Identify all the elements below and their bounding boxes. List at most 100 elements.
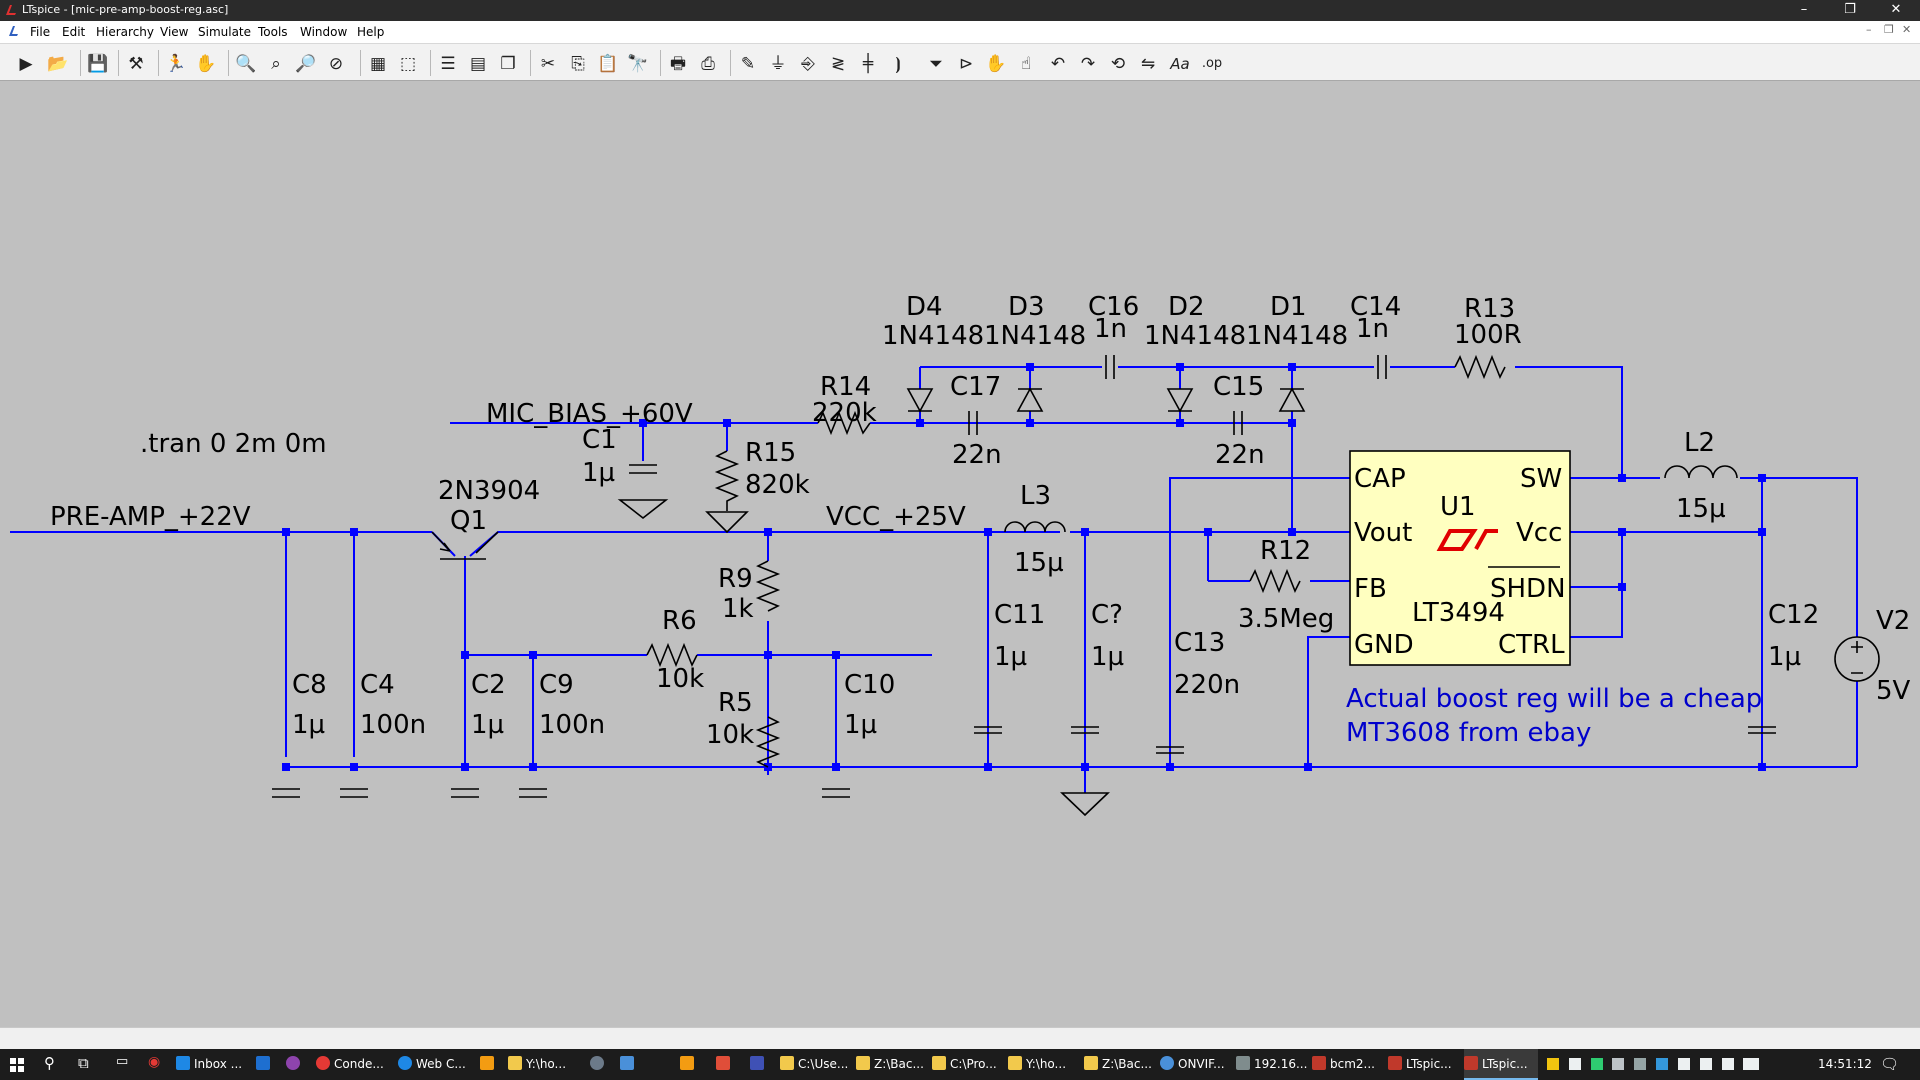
move-icon[interactable]: ✋ [985, 54, 1007, 74]
display-icon[interactable] [1612, 1058, 1625, 1070]
taskbar-item-ltspice-1[interactable]: LTspic... [1388, 1049, 1460, 1080]
diode-icon[interactable]: ⏷ [929, 54, 943, 74]
menu-hierarchy[interactable]: Hierarchy [96, 25, 155, 39]
inductor-icon[interactable]: ⦘ [895, 54, 901, 74]
undo-icon[interactable]: ↶ [1050, 54, 1066, 74]
spice-directive-icon[interactable]: .op [1201, 56, 1223, 71]
taskbar-item-remote[interactable]: 192.16... [1236, 1049, 1308, 1080]
taskbar-item-paint[interactable] [680, 1049, 704, 1080]
windows-start-icon[interactable] [10, 1058, 24, 1072]
net-label-mic-bias[interactable]: MIC_BIAS_+60V [486, 399, 693, 429]
child-restore-button[interactable]: ❐ [1884, 23, 1894, 36]
taskbar-item-ltspice-2[interactable]: LTspic... [1464, 1049, 1538, 1080]
document-icon[interactable] [6, 24, 20, 38]
taskbar-item-edge[interactable]: Web C... [398, 1049, 474, 1080]
volume-icon[interactable] [1721, 1058, 1734, 1070]
terminal-icon[interactable]: ▭ [116, 1054, 129, 1069]
label-net-icon[interactable]: ⎆ [801, 54, 815, 74]
copy-icon[interactable]: ⎘ [571, 54, 585, 74]
print-icon[interactable]: ⎙ [701, 54, 715, 74]
zoom-back-icon[interactable]: ⌕ [271, 54, 281, 74]
close-button[interactable]: ✕ [1890, 2, 1902, 17]
capacitor-icon[interactable]: ╪ [862, 54, 874, 74]
zoom-fit-icon[interactable]: ⊘ [328, 54, 344, 74]
taskbar-item-tool[interactable] [716, 1049, 740, 1080]
taskbar-item-app[interactable] [286, 1049, 316, 1080]
taskbar-item-ie[interactable] [256, 1049, 276, 1080]
keyboard-icon[interactable] [1743, 1058, 1760, 1070]
browser-icon[interactable]: ◉ [148, 1054, 161, 1070]
net-label-pre-amp[interactable]: PRE-AMP_+22V [50, 502, 251, 532]
comment-line-1[interactable]: Actual boost reg will be a cheap [1346, 684, 1762, 714]
open-icon[interactable]: 📂 [47, 54, 69, 74]
resistor-icon[interactable]: ≷ [830, 54, 846, 74]
lt3494-ic[interactable] [1349, 450, 1571, 666]
menu-simulate[interactable]: Simulate [198, 25, 252, 39]
notification-icon[interactable] [1547, 1058, 1559, 1070]
tile-horizontal-icon[interactable]: ☰ [440, 54, 456, 74]
draw-wire-icon[interactable]: ✎ [740, 54, 756, 74]
security-icon[interactable] [1590, 1058, 1603, 1070]
cascade-icon[interactable]: ❐ [500, 54, 516, 74]
autorange-icon[interactable]: ▦ [369, 54, 387, 74]
child-minimize-button[interactable]: – [1866, 23, 1872, 36]
taskbar-item-vlc[interactable] [480, 1049, 504, 1080]
bluetooth-icon[interactable] [1656, 1058, 1669, 1070]
cut-icon[interactable]: ✂ [540, 54, 556, 74]
action-center-icon[interactable]: 🗨 [1880, 1055, 1900, 1073]
ground-icon[interactable]: ⏚ [769, 54, 787, 74]
wifi-icon[interactable] [1699, 1058, 1712, 1070]
net-label-vcc[interactable]: VCC_+25V [826, 502, 966, 532]
tile-vertical-icon[interactable]: ▤ [469, 54, 487, 74]
text-icon[interactable]: Aa [1170, 55, 1190, 73]
taskbar-item-explorer-z-bac[interactable]: Z:\Bac... [856, 1049, 928, 1080]
taskbar-item-inbox[interactable]: Inbox ... [176, 1049, 246, 1080]
menu-edit[interactable]: Edit [62, 25, 86, 39]
taskbar-item-explorer-y-ho[interactable]: Y:\ho... [1008, 1049, 1080, 1080]
child-close-button[interactable]: ✕ [1902, 23, 1912, 36]
menu-file[interactable]: File [30, 25, 51, 39]
schematic-canvas[interactable]: .tran 0 2m 0m PRE-AMP_+22V MIC_BIAS_+60V… [0, 81, 1920, 1027]
taskbar-item-wol[interactable] [750, 1049, 774, 1080]
taskbar-item-explorer-c-pro[interactable]: C:\Pro... [932, 1049, 1004, 1080]
menu-tools[interactable]: Tools [258, 25, 288, 39]
tran-directive[interactable]: .tran 0 2m 0m [140, 429, 327, 459]
component-icon[interactable]: ⊳ [958, 54, 974, 74]
halt-icon[interactable]: 🏃 [165, 54, 187, 74]
taskbar-item-opera[interactable]: Conde... [316, 1049, 392, 1080]
rotate-icon[interactable]: ⟲ [1110, 54, 1126, 74]
menu-window[interactable]: Window [300, 25, 348, 39]
taskbar-item-explorer-c-users[interactable]: C:\Use... [780, 1049, 850, 1080]
maximize-button[interactable]: ❐ [1844, 2, 1856, 17]
save-icon[interactable]: 💾 [87, 54, 109, 74]
control-panel-icon[interactable]: ⚒ [128, 54, 144, 74]
menu-help[interactable]: Help [357, 25, 385, 39]
taskbar-item-explorer-y[interactable]: Y:\ho... [508, 1049, 576, 1080]
comment-line-2[interactable]: MT3608 from ebay [1346, 718, 1591, 748]
waveform-icon[interactable]: ⬚ [399, 54, 417, 74]
d3-model: 1N4148 [984, 321, 1086, 351]
zoom-out-icon[interactable]: 🔎 [295, 54, 317, 74]
zoom-in-icon[interactable]: 🔍 [235, 54, 257, 74]
pan-icon[interactable]: ✋ [195, 54, 217, 74]
drag-icon[interactable]: ☝ [1020, 54, 1032, 74]
print-setup-icon[interactable]: 🖶 [669, 54, 687, 74]
clock[interactable]: 14:51:12 [1818, 1057, 1872, 1071]
search-icon[interactable]: ⚲ [44, 1054, 55, 1072]
usb-icon[interactable] [1568, 1058, 1581, 1070]
taskbar-item-monitor[interactable] [620, 1049, 644, 1080]
run-icon[interactable]: ▶ [19, 54, 33, 74]
taskbar-item-pdf[interactable]: bcm2... [1312, 1049, 1382, 1080]
redo-icon[interactable]: ↷ [1080, 54, 1096, 74]
menu-view[interactable]: View [160, 25, 189, 39]
taskbar-item-onvif[interactable]: ONVIF... [1160, 1049, 1232, 1080]
minimize-button[interactable]: – [1800, 2, 1808, 17]
paste-icon[interactable]: 📋 [597, 54, 619, 74]
taskbar-item-explorer-z-bac-2[interactable]: Z:\Bac... [1084, 1049, 1156, 1080]
drive-icon[interactable] [1634, 1058, 1647, 1070]
taskbar-item-steam[interactable] [590, 1049, 614, 1080]
find-icon[interactable]: 🔭 [627, 54, 649, 74]
mirror-icon[interactable]: ⇋ [1140, 54, 1156, 74]
battery-icon[interactable] [1677, 1058, 1690, 1070]
task-view-icon[interactable]: ⧉ [78, 1054, 89, 1072]
